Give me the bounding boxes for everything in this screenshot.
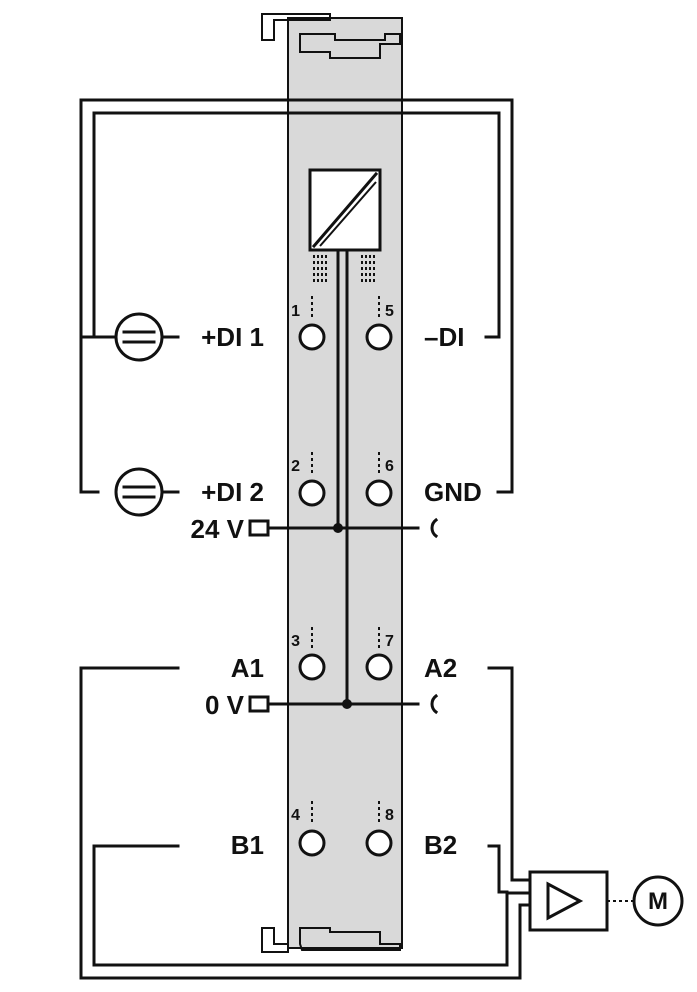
terminal-number-6: 6 [385,458,394,475]
terminal-clamp-icon: 3 [291,627,326,681]
terminal-number-3: 3 [291,633,300,650]
rail-latch-bottom [261,927,401,953]
label-24v: 24 V [191,514,245,544]
label-di1: +DI 1 [201,322,264,352]
power-rail-24v [248,517,439,539]
motor-icon: M [632,875,684,927]
terminal-clamp-icon: 1 [291,296,326,351]
terminal-clamp-icon: 2 [291,452,326,507]
label-b2: B2 [424,830,457,860]
amplifier-icon [528,870,634,932]
terminal-number-4: 4 [291,807,300,824]
digital-input-sensor-icon [114,467,164,517]
motor-wiring [79,666,532,980]
label-0v: 0 V [205,690,245,720]
rail-latch-top [261,13,401,59]
terminal-clamp-icon: 6 [365,452,394,507]
label-a2: A2 [424,653,457,683]
label-b1: B1 [231,830,264,860]
power-rail-0v [248,693,439,715]
dc-dc-converter-icon [308,168,382,285]
terminal-number-1: 1 [291,303,300,320]
terminal-number-2: 2 [291,458,300,475]
terminal-number-7: 7 [385,633,394,650]
motor-label: M [648,888,668,915]
terminal-number-5: 5 [385,303,394,320]
digital-input-sensor-icon [114,312,164,362]
label-di2: +DI 2 [201,477,264,507]
terminal-clamp-icon: 7 [365,627,394,681]
label-minus-di: –DI [424,322,464,352]
di-wiring [79,98,514,494]
terminal-clamps: 1 2 3 4 5 6 7 [291,296,394,857]
terminal-clamp-icon: 5 [365,296,394,351]
terminal-clamp-icon: 8 [365,801,394,857]
label-gnd: GND [424,477,482,507]
label-a1: A1 [231,653,264,683]
internal-bus [336,248,349,706]
terminal-clamp-icon: 4 [291,801,326,857]
terminal-number-8: 8 [385,807,394,824]
